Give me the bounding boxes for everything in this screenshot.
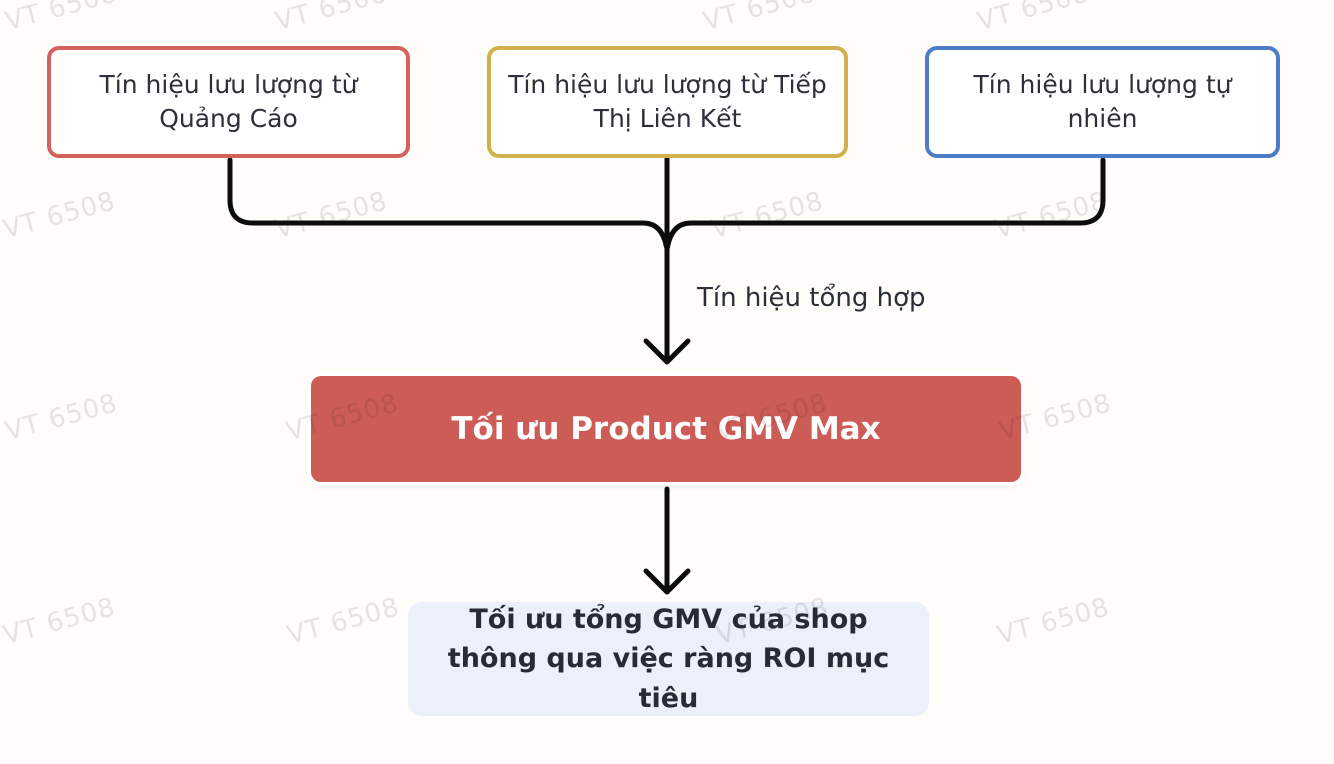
brace-right-connector xyxy=(665,157,1106,250)
source-box-organic-label: Tín hiệu lưu lượng tự nhiên xyxy=(973,70,1232,133)
merge-arrow-label: Tín hiệu tổng hợp xyxy=(697,283,926,313)
brace-left-connector xyxy=(227,157,669,250)
outcome-box-label: Tối ưu tổng GMV của shop thông qua việc … xyxy=(447,604,890,714)
outcome-box-total-gmv: Tối ưu tổng GMV của shop thông qua việc … xyxy=(408,602,929,716)
process-arrowhead-icon xyxy=(643,568,691,595)
source-box-ads-label: Tín hiệu lưu lượng từ Quảng Cáo xyxy=(99,70,358,133)
source-box-affiliate-traffic: Tín hiệu lưu lượng từ Tiếp Thị Liên Kết xyxy=(487,46,848,158)
merge-arrowhead-icon xyxy=(643,338,691,365)
process-box-label: Tối ưu Product GMV Max xyxy=(451,411,881,447)
process-box-gmv-max: Tối ưu Product GMV Max xyxy=(311,376,1021,482)
source-box-organic-traffic: Tín hiệu lưu lượng tự nhiên xyxy=(925,46,1280,158)
source-box-affiliate-label: Tín hiệu lưu lượng từ Tiếp Thị Liên Kết xyxy=(508,70,827,133)
source-box-ads-traffic: Tín hiệu lưu lượng từ Quảng Cáo xyxy=(47,46,410,158)
